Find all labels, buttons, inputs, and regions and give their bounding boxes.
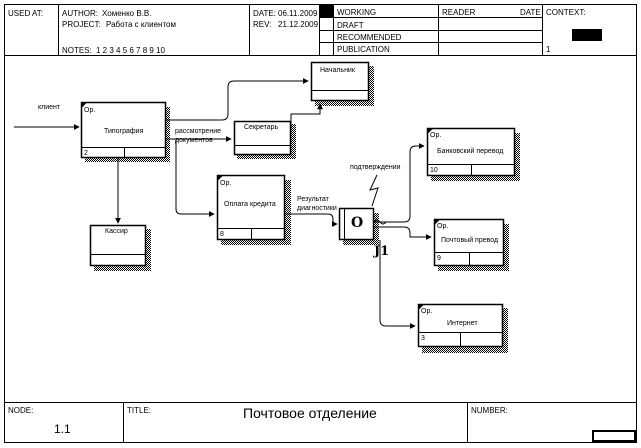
bank-tag: Ор. [430,132,442,139]
junction-j1[interactable] [338,207,380,246]
arrow-label-rassmotrenie-2: документов [175,137,213,144]
nachalnik-label: Начальник [320,67,355,74]
oplata-tag: Ор. [220,180,232,187]
node-value: 1.1 [54,422,71,436]
project-value: Работа с клиентом [106,20,176,29]
author-value: Хоменко В.В. [102,9,152,18]
box-kassir[interactable] [89,224,152,272]
kassir-label: Кассир [105,228,128,235]
arrow-label-podtverzhdenie: подтверждении [350,164,401,171]
project-label: PROJECT: [62,20,101,29]
status-recommended: RECOMMENDED [337,33,402,42]
used-at-label: USED AT: [8,9,43,18]
box-bank[interactable] [426,127,521,182]
status-working: WORKING [337,8,377,17]
rev-label: REV: [253,20,272,29]
notes-value: 1 2 3 4 5 6 7 8 9 10 [96,46,165,55]
frame-lines [4,4,637,443]
date-value: 06.11.2009 [278,9,318,18]
pochta-label: Почтовый превод [441,237,499,244]
arrow-tip-oplata [175,139,215,217]
arrows [14,78,432,329]
leader-podtverzhdenie [369,174,379,207]
bank-number: 10 [430,167,438,174]
junction-label: J1 [374,244,390,259]
arrow-label-rezultat-1: Результат [297,196,329,203]
junction-symbol: O [351,215,364,231]
pochta-number: 9 [437,255,441,262]
arrow-label-rassmotrenie-1: рассмотрение [175,128,221,135]
box-pochta[interactable] [433,218,510,272]
arrow-tip-nachalnik [166,78,309,121]
internet-number: 3 [421,335,425,342]
number-label: NUMBER: [471,406,508,415]
title-label: TITLE: [127,406,152,415]
node-label: NODE: [8,406,34,415]
reader-label: READER [442,8,476,17]
status-publication: PUBLICATION [337,45,390,54]
box-oplata[interactable] [216,174,292,246]
arrow-oplata-junction [285,213,338,227]
author-label: AUTHOR: [62,9,98,18]
context-number: 1 [546,45,551,54]
box-sekretar[interactable] [233,120,297,160]
arrow-junction-internet [379,240,416,329]
diagram-title: Почтовое отделение [243,405,377,421]
box-internet[interactable] [417,303,509,354]
tipografia-label: Типография [104,128,144,135]
sekretar-label: Секретарь [244,124,279,131]
tipografia-tag: Ор. [84,107,96,114]
tipografia-number: 2 [84,150,88,157]
arrow-label-rezultat-2: диагностики [297,205,337,212]
arrow-junction-pochta [374,226,432,240]
reader-date-label: DATE [520,8,541,17]
internet-label: Интернет [447,320,478,327]
context-mark [572,29,602,41]
date-label: DATE: [253,9,276,18]
box-tipografia[interactable] [80,101,171,163]
oplata-label: Оплата кредита [224,201,276,208]
internet-tag: Ор. [421,308,433,315]
context-label: CONTEXT: [546,8,586,17]
corner-mark [592,430,636,442]
leader-rezultat [373,219,387,225]
oplata-number: 8 [220,231,224,238]
status-draft: DRAFT [337,21,364,30]
bank-label: Банковский перевод [437,148,504,155]
arrow-sekretar-nachalnik [290,103,323,131]
rev-value: 21.12.2009 [278,20,319,29]
arrow-junction-bank [374,143,425,223]
box-nachalnik[interactable] [310,61,375,107]
working-status-mark [320,5,333,17]
pochta-tag: Ор. [437,223,449,230]
notes-label: NOTES: [62,46,92,55]
arrow-label-client: клиент [38,104,61,111]
